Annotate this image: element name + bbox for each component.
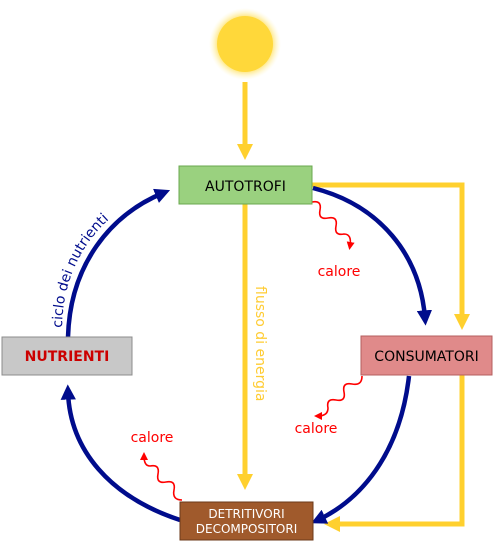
autotrofi-to-consumatori-cycle-arrow <box>312 185 433 326</box>
consumatori-to-detritivori-arrow <box>323 375 465 533</box>
energy-flow-arrows <box>236 82 471 533</box>
heat-arrow-consumatori <box>314 375 363 420</box>
nutrienti-label: NUTRIENTI <box>25 349 110 365</box>
detritivori-label-line2: DECOMPOSITORI <box>196 522 298 536</box>
detritivori-to-nutrienti-cycle-arrow <box>60 384 181 523</box>
autotrofi-label: AUTOTROFI <box>205 179 286 195</box>
heat-arrow-detritivori <box>140 452 183 501</box>
autotrofi-node: AUTOTROFI <box>178 165 313 205</box>
nutrienti-node: NUTRIENTI <box>1 336 133 376</box>
detritivori-label-line1: DETRITIVORI <box>208 507 284 521</box>
heat-arrows <box>140 200 363 501</box>
heat-arrow-autotrofi <box>311 200 355 250</box>
heat-label-autotrofi: calore <box>318 264 361 280</box>
nutrienti-to-autotrofi-cycle-arrow <box>65 188 171 338</box>
consumatori-label: CONSUMATORI <box>374 349 478 365</box>
detritivori-node: DETRITIVORI DECOMPOSITORI <box>179 501 314 541</box>
nutrient-cycle-arrows <box>60 185 433 524</box>
consumatori-node: CONSUMATORI <box>360 335 493 376</box>
heat-label-consumatori: calore <box>295 421 338 437</box>
autotrofi-to-consumatori-arrow <box>312 182 471 331</box>
consumatori-to-detritivori-cycle-arrow <box>311 375 412 524</box>
heat-label-detritivori: calore <box>131 430 174 446</box>
sun-icon <box>209 8 281 80</box>
energy-flow-label: flusso di energia <box>252 286 268 402</box>
